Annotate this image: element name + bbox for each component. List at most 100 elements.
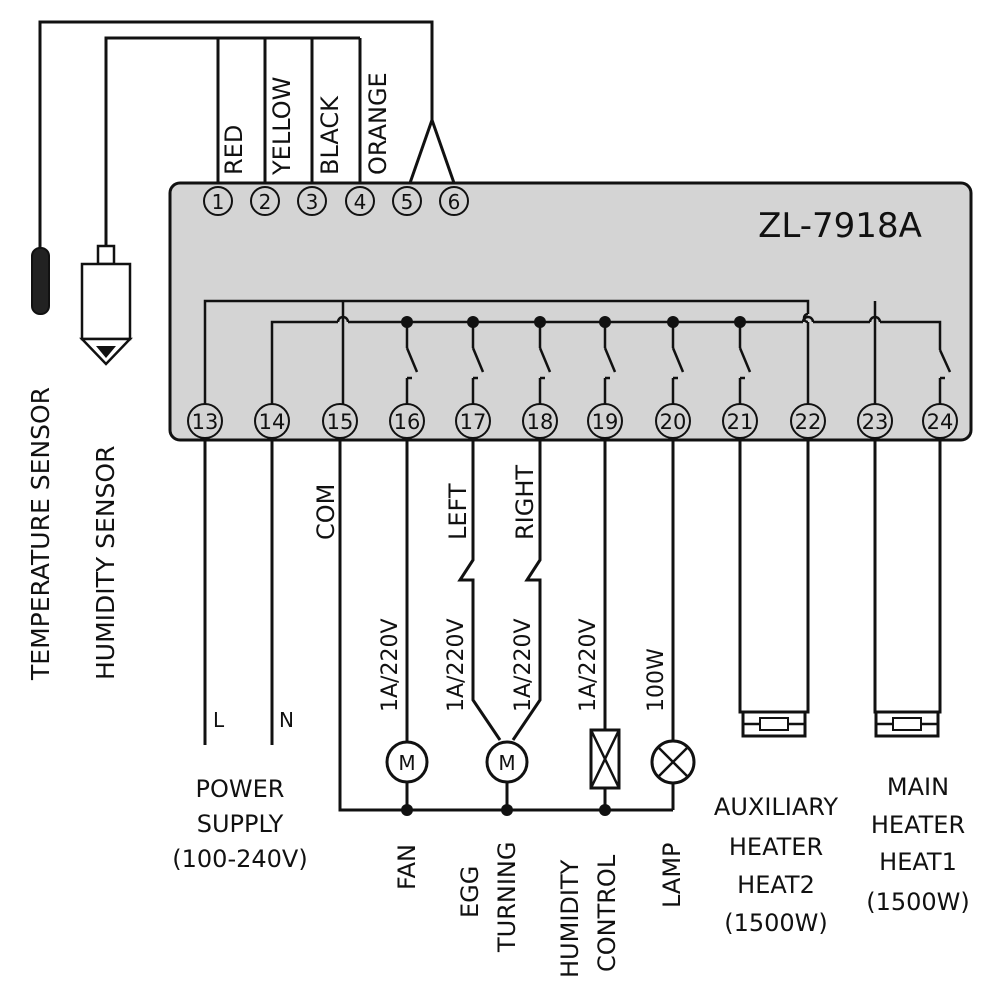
junction-19 <box>599 316 611 328</box>
wire-label-red: RED <box>220 125 248 175</box>
main-heater-label-1: MAIN <box>887 773 949 801</box>
junction-17 <box>467 316 479 328</box>
aux-heater-core <box>759 717 789 731</box>
aux-heater-label-4: (1500W) <box>724 909 828 937</box>
n-label: N <box>279 708 294 732</box>
return-junction-egg <box>501 804 513 816</box>
egg-right-rating: 1A/220V <box>511 619 536 713</box>
humidity-sensor-label: HUMIDITY SENSOR <box>91 446 120 680</box>
junction-16 <box>401 316 413 328</box>
fan-motor-symbol: M <box>398 751 415 775</box>
model-label: ZL-7918A <box>758 206 922 246</box>
bottom-terminal-22: 22 <box>790 403 826 439</box>
lamp-cross2 <box>657 746 689 778</box>
main-heater-loop <box>873 440 942 714</box>
power-label-1: POWER <box>196 775 285 803</box>
bottom-terminal-14-label: 14 <box>259 410 286 434</box>
power-label-3: (100-240V) <box>172 845 307 873</box>
bottom-terminal-20-label: 20 <box>660 410 687 434</box>
temperature-sensor-wire <box>38 20 434 270</box>
wire-com-return <box>338 440 673 812</box>
top-terminal-3: 3 <box>297 186 327 216</box>
relay-21 <box>738 322 752 405</box>
bottom-terminal-14: 14 <box>254 403 290 439</box>
wire-egg-right <box>511 440 542 741</box>
internal-bus-14a <box>270 320 338 405</box>
bottom-terminal-15: 15 <box>322 403 358 439</box>
junction-21 <box>734 316 746 328</box>
top-terminal-5: 5 <box>392 186 422 216</box>
top-terminal-6-label: 6 <box>448 190 461 214</box>
l-label: L <box>213 708 225 732</box>
egg-turning-motor-symbol: M <box>498 751 515 775</box>
relay-24 <box>938 349 952 405</box>
bottom-terminal-24: 24 <box>922 403 958 439</box>
main-heater-label-2: HEATER <box>871 811 965 839</box>
humidity-sensor-cap <box>96 244 116 266</box>
humidity-control-label-2: CONTROL <box>593 854 621 972</box>
internal-bus-13 <box>203 299 810 405</box>
bottom-terminal-18-label: 18 <box>527 410 554 434</box>
aux-heater-label-3: HEAT2 <box>737 871 815 899</box>
bottom-terminal-23: 23 <box>857 403 893 439</box>
wire-egg-left <box>457 440 502 741</box>
wire-to-terminal-6 <box>430 119 456 184</box>
top-terminal-1: 1 <box>203 186 233 216</box>
aux-heater-loop <box>738 440 810 714</box>
bottom-terminal-13-label: 13 <box>192 410 219 434</box>
junction-18 <box>534 316 546 328</box>
humidity-sensor-body <box>80 262 132 341</box>
controller-box <box>168 181 973 442</box>
bottom-terminal-13: 13 <box>187 403 223 439</box>
aux-heater-label-2: HEATER <box>729 833 823 861</box>
bottom-terminal-16: 16 <box>389 403 425 439</box>
main-heater-core <box>892 717 922 731</box>
power-label-2: SUPPLY <box>197 810 284 838</box>
internal-bus-14d <box>880 320 942 350</box>
junction-20 <box>667 316 679 328</box>
main-heater-label-4: (1500W) <box>866 888 970 916</box>
temperature-sensor-label: TEMPERATURE SENSOR <box>26 387 55 681</box>
bottom-terminal-18: 18 <box>522 403 558 439</box>
right-label: RIGHT <box>511 465 539 540</box>
egg-turning-label-2: TURNING <box>493 842 521 953</box>
relay-18 <box>538 322 552 405</box>
bottom-terminal-23-label: 23 <box>862 410 889 434</box>
top-terminal-3-label: 3 <box>306 190 319 214</box>
fan-rating: 1A/220V <box>378 619 403 713</box>
bottom-terminal-21-label: 21 <box>727 410 754 434</box>
bottom-terminal-24-label: 24 <box>927 410 954 434</box>
bottom-terminal-21: 21 <box>722 403 758 439</box>
main-heater-label-3: HEAT1 <box>879 848 957 876</box>
bottom-terminal-19-label: 19 <box>592 410 619 434</box>
bottom-terminal-17-label: 17 <box>460 410 487 434</box>
com-label: COM <box>312 484 340 540</box>
fan-label: FAN <box>393 844 421 890</box>
lamp-rating: 100W <box>644 648 669 712</box>
egg-left-rating: 1A/220V <box>444 619 469 713</box>
wire-label-orange: ORANGE <box>364 72 392 175</box>
bottom-terminal-15-label: 15 <box>327 410 354 434</box>
wire-label-yellow: YELLOW <box>268 77 296 176</box>
egg-turning-label-1: EGG <box>456 866 484 918</box>
top-terminal-6: 6 <box>439 186 469 216</box>
top-terminal-4: 4 <box>345 186 375 216</box>
top-terminal-5-label: 5 <box>401 190 414 214</box>
temperature-sensor-probe <box>31 247 50 315</box>
top-terminal-2-label: 2 <box>259 190 272 214</box>
bottom-terminal-22-label: 22 <box>795 410 822 434</box>
bottom-terminal-19: 19 <box>587 403 623 439</box>
wire-to-terminal-5 <box>408 119 434 184</box>
bottom-terminal-20: 20 <box>655 403 691 439</box>
humidity-rating: 1A/220V <box>576 619 601 713</box>
top-terminal-2: 2 <box>250 186 280 216</box>
top-terminal-1-label: 1 <box>212 190 225 214</box>
aux-heater-label-1: AUXILIARY <box>714 793 839 821</box>
lamp-label: LAMP <box>658 842 686 908</box>
return-junction-fan <box>401 804 413 816</box>
bottom-terminal-16-label: 16 <box>394 410 421 434</box>
humidity-control-label-1: HUMIDITY <box>556 859 584 978</box>
left-label: LEFT <box>444 483 472 540</box>
bottom-terminal-17: 17 <box>455 403 491 439</box>
